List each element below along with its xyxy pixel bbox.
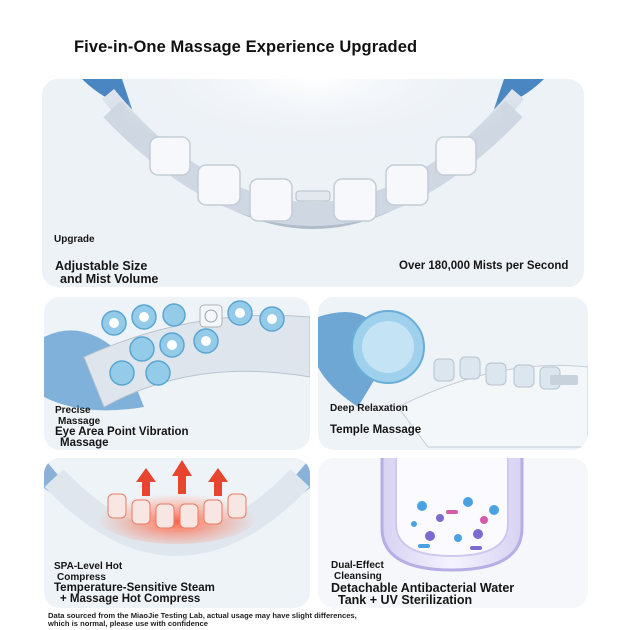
panel-hot-compress: SPA-Level Hot Compress Temperature-Sensi… <box>44 458 310 608</box>
panel-temple-massage: Deep Relaxation Temple Massage <box>318 297 588 450</box>
eye-vibration-nodes-image <box>44 297 310 450</box>
feature-adjustable-size: Adjustable Size <box>55 259 148 273</box>
feature-water-tank-line2: Tank + UV Sterilization <box>338 593 473 607</box>
footnote: Data sourced from the MiaoJie Testing La… <box>48 611 357 628</box>
feature-temple-massage: Temple Massage <box>330 424 422 436</box>
panel-cleansing: Dual-Effect Cleansing Detachable Antibac… <box>318 458 588 608</box>
precise-tag-line2: Massage <box>58 416 101 427</box>
feature-steam-line1: Temperature-Sensitive Steam <box>54 582 215 594</box>
feature-water-tank-line1: Detachable Antibacterial Water <box>331 581 515 595</box>
spa-tag-line2: Compress <box>57 572 106 583</box>
upgrade-tag: Upgrade <box>54 234 95 245</box>
feature-mist-volume: and Mist Volume <box>60 272 159 286</box>
feature-eye-vibration-line1: Eye Area Point Vibration <box>55 426 189 438</box>
deep-relaxation-tag: Deep Relaxation <box>330 403 408 414</box>
dual-effect-tag-line2: Cleansing <box>334 571 382 582</box>
mist-massager-image <box>42 79 584 287</box>
feature-mists-per-second: Over 180,000 Mists per Second <box>399 260 569 272</box>
feature-eye-vibration-line2: Massage <box>60 437 109 449</box>
hot-compress-image <box>44 458 310 608</box>
feature-steam-line2: + Massage Hot Compress <box>60 593 201 605</box>
page-title: Five-in-One Massage Experience Upgraded <box>74 38 418 56</box>
temple-massage-image <box>318 297 588 450</box>
uv-water-tank-image <box>318 458 588 608</box>
spa-tag-line1: SPA-Level Hot <box>54 561 123 572</box>
panel-upgrade: Upgrade Adjustable Size and Mist Volume … <box>42 79 584 287</box>
dual-effect-tag-line1: Dual-Effect <box>331 560 384 571</box>
panel-eye-massage: Precise Massage Eye Area Point Vibration… <box>44 297 310 450</box>
precise-tag-line1: Precise <box>55 405 91 416</box>
